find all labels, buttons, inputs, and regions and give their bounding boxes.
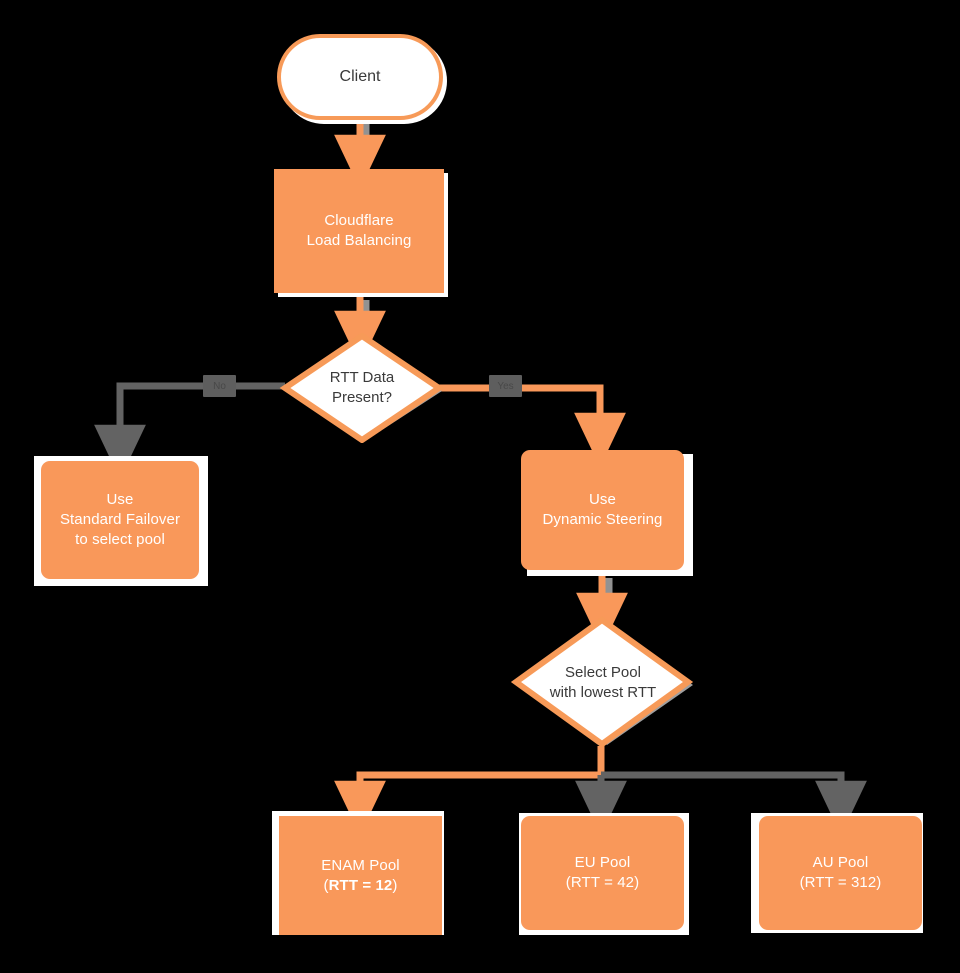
client-label: Client (339, 68, 381, 85)
node-load-balancing[interactable]: Cloudflare Load Balancing (274, 169, 444, 293)
node-enam-pool[interactable]: ENAM Pool (RTT = 12) (279, 816, 442, 935)
enam-pool-line2: (RTT = 12) (324, 876, 398, 896)
edge-selectpool-to-enam (334, 746, 605, 836)
dynamic-steering-line2: Dynamic Steering (542, 511, 663, 528)
node-rtt-decision[interactable]: RTT Data Present? (279, 333, 445, 443)
au-pool-line1: AU Pool (812, 854, 869, 872)
load-balancing-line2: Load Balancing (306, 232, 412, 249)
standard-failover-line1: Use (106, 491, 134, 509)
enam-pool-paren-open: ( (323, 876, 329, 894)
enam-pool-paren-close: ) (392, 876, 398, 894)
eu-pool-line1: EU Pool (574, 854, 631, 872)
node-dynamic-steering[interactable]: Use Dynamic Steering (521, 450, 684, 570)
edge-selectpool-to-au (601, 771, 867, 836)
edge-label-no: No (203, 375, 236, 397)
dynamic-steering-line1: Use (589, 491, 616, 509)
node-client[interactable]: Client (277, 34, 443, 120)
load-balancing-line1: Cloudflare (324, 212, 394, 230)
rtt-decision-shape (279, 333, 445, 443)
standard-failover-line3: to select pool (75, 530, 165, 548)
enam-pool-rtt-value: RTT = 12 (328, 876, 393, 894)
node-eu-pool[interactable]: EU Pool (RTT = 42) (521, 816, 684, 930)
eu-pool-line2: (RTT = 42) (565, 874, 640, 891)
enam-pool-line1: ENAM Pool (321, 856, 400, 874)
au-pool-line2: (RTT = 312) (799, 874, 882, 891)
node-standard-failover[interactable]: Use Standard Failover to select pool (41, 461, 199, 579)
standard-failover-line2: Standard Failover (59, 511, 181, 529)
node-au-pool[interactable]: AU Pool (RTT = 312) (759, 816, 922, 930)
select-pool-shape (510, 616, 694, 748)
edge-label-yes: Yes (489, 375, 522, 397)
node-select-pool[interactable]: Select Pool with lowest RTT (510, 615, 696, 751)
